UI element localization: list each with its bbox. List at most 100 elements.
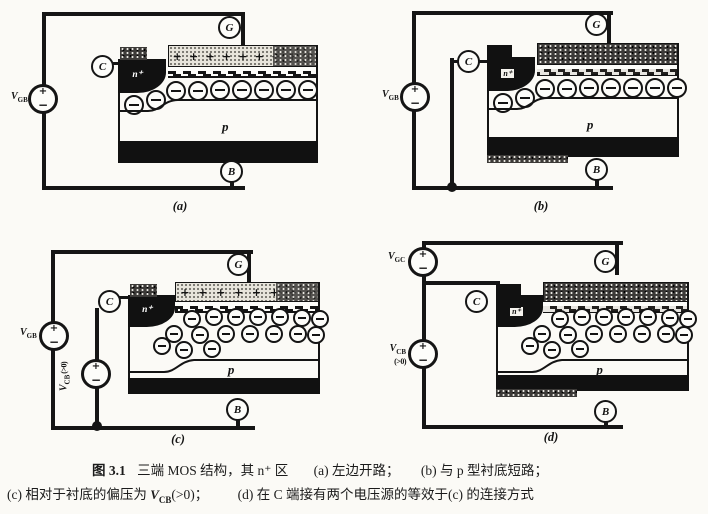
substrate-electrode — [487, 137, 679, 157]
panel-label: (c) — [171, 432, 185, 446]
wire — [42, 186, 245, 190]
substrate-texture — [487, 155, 568, 163]
oxide-layer — [168, 67, 318, 71]
wire — [95, 388, 99, 428]
n-plus-label: n⁺ — [501, 69, 515, 79]
panel-label: (b) — [533, 199, 549, 213]
wire — [118, 296, 132, 299]
electron-icon — [559, 326, 577, 344]
wire — [479, 60, 489, 63]
vcb-symbol: V — [150, 487, 159, 502]
plus-polarity-icon: + — [91, 361, 101, 372]
p-region-label: p — [586, 117, 594, 132]
wire-junction — [92, 421, 102, 431]
figure-caption-line2: (c) 相对于衬底的偏压为 VCB(>0)； (d) 在 C 端接有两个电压源的… — [7, 483, 534, 505]
minus-polarity-icon: − — [417, 353, 429, 367]
terminal-g-label: G — [592, 18, 601, 31]
gate-electrode: ++++++++ — [175, 282, 320, 302]
minus-polarity-icon: − — [417, 261, 429, 275]
plus-charge-icon: + — [198, 285, 208, 299]
interface-charge-layer — [168, 71, 318, 78]
terminal-c: C — [91, 55, 114, 78]
plus-charge-icon: + — [251, 285, 262, 299]
depletion-boundary — [496, 359, 689, 373]
electron-icon — [249, 308, 267, 326]
body-right-edge — [316, 45, 318, 163]
gate-electrode: +++++++++ — [168, 45, 318, 67]
terminal-b: B — [220, 160, 243, 183]
substrate-electrode — [118, 141, 318, 163]
panel-label: (d) — [543, 430, 559, 444]
interface-charge-layer — [537, 69, 679, 76]
wire — [51, 426, 255, 430]
p-region-label: p — [227, 362, 235, 377]
terminal-b-label: B — [233, 403, 242, 416]
terminal-g: G — [218, 16, 241, 39]
plus-charge-icon: + — [221, 49, 232, 63]
wire-junction — [447, 182, 457, 192]
substrate-texture — [496, 389, 578, 397]
terminal-b: B — [594, 400, 617, 423]
wire — [595, 176, 599, 188]
metal-contact — [120, 47, 147, 60]
oxide-layer — [543, 302, 689, 306]
wire — [412, 186, 613, 190]
electron-icon — [617, 308, 635, 326]
source-label: VGB — [382, 89, 399, 103]
plus-charge-icon: + — [233, 285, 244, 299]
source-label: VGB — [20, 327, 37, 341]
wire — [241, 12, 245, 46]
mos-structure: p n⁺ — [487, 43, 687, 163]
electron-icon — [183, 310, 201, 328]
substrate-electrode — [496, 375, 689, 391]
terminal-c: C — [457, 50, 480, 73]
wire — [112, 62, 122, 65]
electron-icon — [571, 340, 589, 358]
electron-icon — [307, 326, 325, 344]
electron-icon — [276, 80, 296, 100]
terminal-c-label: C — [98, 60, 107, 73]
source-label: VCB(>0) — [58, 361, 72, 392]
wire — [51, 250, 253, 254]
gate-metal-texture — [276, 283, 319, 301]
electron-icon — [191, 326, 209, 344]
electron-icon — [585, 325, 603, 343]
n-plus-label: n⁺ — [510, 306, 523, 316]
terminal-c-label: C — [105, 295, 114, 308]
voltage-source: + − — [28, 84, 58, 114]
depletion-boundary — [487, 97, 679, 110]
electron-icon — [533, 325, 551, 343]
plus-polarity-icon: + — [418, 249, 428, 260]
wire — [95, 308, 99, 363]
wire — [42, 12, 245, 16]
wire — [230, 178, 234, 188]
oxide-layer — [175, 302, 320, 306]
minus-polarity-icon: − — [409, 96, 421, 110]
source-label: VGC — [388, 251, 406, 265]
caption-item-a: (a) 左边开路； — [313, 463, 400, 478]
dash-stripe — [168, 71, 318, 74]
dash-stripe — [168, 74, 318, 77]
terminal-g: G — [594, 250, 617, 273]
source-label: VGB — [11, 91, 28, 105]
body-left-edge — [487, 69, 489, 157]
body-left-edge — [128, 306, 130, 394]
wire — [615, 241, 619, 275]
metal-contact — [496, 284, 521, 308]
electron-icon — [551, 310, 569, 328]
plus-polarity-icon: + — [418, 341, 428, 352]
terminal-g-label: G — [225, 21, 234, 34]
plus-charge-icon: + — [180, 285, 190, 299]
caption-item-b: (b) 与 p 型衬底短路； — [420, 463, 548, 478]
plus-charge-icon: + — [189, 49, 199, 63]
voltage-source: + − — [81, 359, 111, 389]
dash-stripe — [543, 306, 689, 309]
electron-icon — [271, 308, 289, 326]
electron-icon — [175, 341, 193, 359]
voltage-source: + − — [400, 82, 430, 112]
plus-charge-icon: + — [216, 285, 226, 299]
minus-polarity-icon: − — [37, 98, 49, 112]
wire — [422, 425, 623, 429]
plus-polarity-icon: + — [38, 86, 48, 97]
mos-structure: ++++++++pn⁺ — [128, 282, 329, 398]
